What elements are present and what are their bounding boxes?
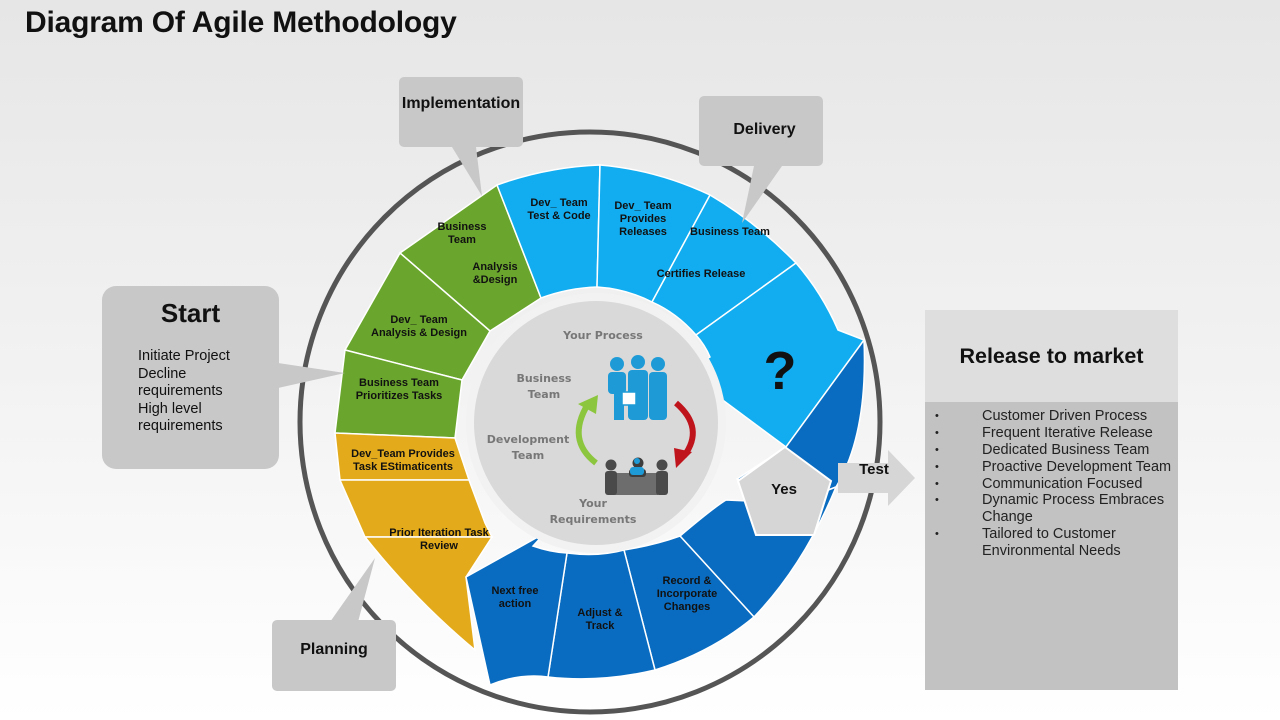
- release-to-market-panel: Release to market Customer Driven Proces…: [925, 310, 1178, 690]
- implementation-callout: [399, 77, 523, 147]
- delivery-callout: [699, 96, 823, 166]
- start-callout: Start Initiate Project Decline requireme…: [102, 286, 279, 469]
- segment-label-business-team-certifies: Business Team: [690, 226, 770, 238]
- planning-callout: [272, 620, 396, 691]
- segment-prior-iteration-review-tail: [363, 536, 494, 652]
- green-cycle-arrow: [575, 402, 598, 466]
- release-item: Dynamic Process Embraces Change: [935, 492, 1175, 525]
- development-team-meeting-icon: [605, 457, 668, 495]
- release-title: Release to market: [925, 310, 1178, 402]
- outer-ring: [297, 129, 883, 715]
- release-item: Proactive Development Team: [935, 459, 1175, 476]
- planning-callout-tail: [330, 558, 375, 622]
- green-cycle-arrowhead: [578, 395, 598, 414]
- start-description: Initiate Project Decline requirements Hi…: [138, 348, 230, 434]
- release-item: Frequent Iterative Release: [935, 425, 1175, 442]
- release-item: Tailored to Customer Environmental Needs: [935, 526, 1175, 559]
- yes-label: Yes: [771, 481, 797, 498]
- delivery-callout-tail: [742, 166, 782, 223]
- start-callout-tail: [278, 363, 345, 388]
- test-arrow: [838, 450, 915, 506]
- yes-pentagon: [736, 445, 833, 536]
- test-label: Test: [859, 461, 889, 478]
- segment-label-adjust-track: Adjust &Track: [577, 607, 622, 632]
- release-item: Dedicated Business Team: [935, 442, 1175, 459]
- planning-label: Planning: [300, 641, 368, 658]
- delivery-label: Delivery: [733, 121, 796, 138]
- red-cycle-arrow: [673, 400, 696, 458]
- business-team-people-icon: [608, 355, 667, 420]
- implementation-label: Implementation: [401, 95, 521, 112]
- question-mark: ?: [764, 341, 797, 401]
- start-title: Start: [160, 298, 221, 328]
- segment-label-business-team-certifies-2: Certifies Release: [657, 268, 746, 280]
- release-item: Communication Focused: [935, 476, 1175, 493]
- segment-label-business-team-analysis-design-2: Analysis&Design: [472, 261, 517, 286]
- center-label-your-process: Your Process: [562, 329, 643, 342]
- release-item: Customer Driven Process: [935, 408, 1175, 425]
- implementation-callout-tail: [452, 147, 482, 196]
- release-list: Customer Driven Process Frequent Iterati…: [935, 408, 1175, 559]
- page-title: Diagram Of Agile Methodology: [25, 6, 457, 39]
- red-cycle-arrowhead: [674, 448, 692, 468]
